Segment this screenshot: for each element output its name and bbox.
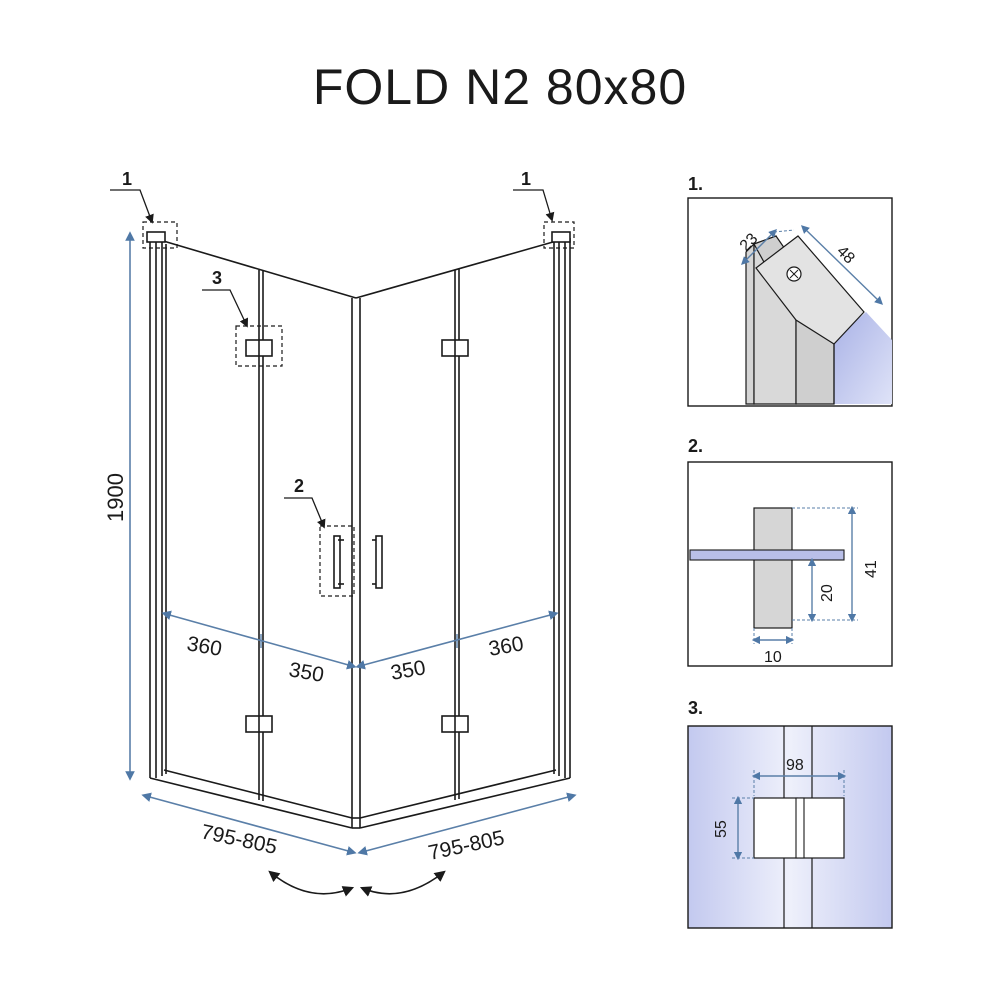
opening-arrow-right-icon (359, 870, 446, 897)
detail-2-dim-height: 41 (863, 560, 880, 578)
opening-arrow-left-icon (268, 870, 355, 897)
dim-panel-right-inner: 350 (389, 656, 428, 685)
detail-3-dim-height: 55 (713, 820, 730, 838)
detail-2-panel (687, 461, 893, 667)
detail-2-dim-offset: 20 (819, 584, 836, 602)
detail-1-panel (687, 197, 893, 407)
callout-box-2 (319, 525, 355, 597)
left-wall-profile (146, 231, 167, 778)
enclosure-drawing (146, 231, 571, 829)
callout-box-1-left (142, 221, 178, 249)
detail-2-dim-width: 10 (764, 649, 782, 666)
handle-right (372, 535, 383, 589)
dim-width-left-label: 795-805 (199, 820, 279, 859)
callout-box-1-right (543, 221, 575, 249)
dim-left-panels-line (161, 610, 357, 670)
dim-panel-right-outer: 360 (487, 632, 526, 661)
top-edge-left (159, 239, 357, 299)
callout-box-3 (235, 325, 283, 367)
callout-leaders (110, 189, 555, 529)
callout-number-1-right: 1 (521, 169, 531, 189)
dim-panel-left-inner: 350 (287, 658, 326, 687)
detail-1-label: 1. (688, 174, 703, 194)
dim-height-label: 1900 (103, 473, 128, 522)
top-edge-right (355, 239, 561, 299)
corner-post (351, 298, 361, 828)
callout-boxes (142, 221, 575, 597)
dim-width-right-line (357, 792, 577, 856)
handle-left (333, 535, 344, 589)
right-wall-profile (551, 231, 571, 778)
detail-3-label: 3. (688, 698, 703, 718)
page-title: FOLD N2 80x80 (312, 59, 688, 115)
detail-3-panel (687, 725, 893, 929)
dimension-lines (125, 231, 577, 856)
callout-number-2: 2 (294, 476, 304, 496)
dim-ticks (260, 634, 458, 648)
detail-2-label: 2. (688, 436, 703, 456)
dim-width-left-line (141, 792, 357, 856)
detail-3-dim-width: 98 (786, 757, 804, 774)
callout-number-1-left: 1 (122, 169, 132, 189)
door-opening-arrows (268, 870, 446, 897)
callout-number-3: 3 (212, 268, 222, 288)
dim-panel-left-outer: 360 (185, 632, 224, 661)
